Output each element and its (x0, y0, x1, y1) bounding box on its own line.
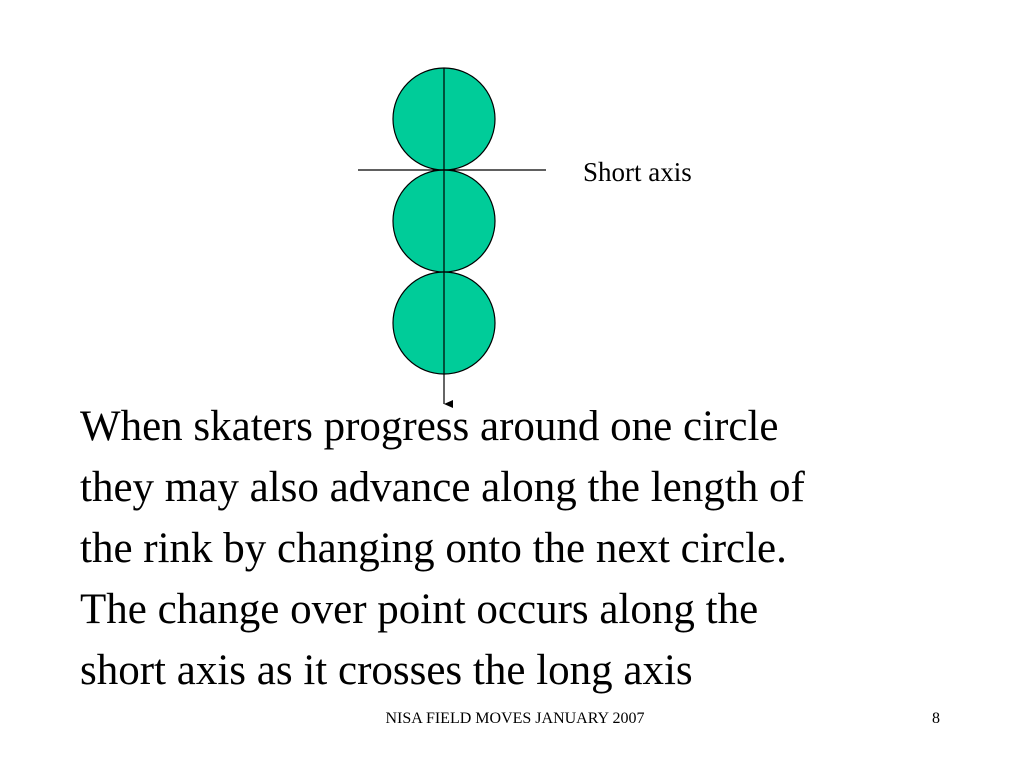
page-number: 8 (932, 710, 940, 727)
body-text-line: the rink by changing onto the next circl… (80, 525, 787, 572)
footer-title: NISA FIELD MOVES JANUARY 2007 (385, 710, 645, 727)
body-text-line: When skaters progress around one circle (80, 403, 779, 450)
short-axis-label: Short axis (583, 157, 692, 187)
body-text-line: they may also advance along the length o… (80, 464, 805, 511)
body-text-line: short axis as it crosses the long axis (80, 647, 693, 694)
body-text: When skaters progress around one circle … (80, 396, 980, 701)
circles-diagram (358, 67, 546, 408)
body-text-line: The change over point occurs along the (80, 586, 759, 633)
